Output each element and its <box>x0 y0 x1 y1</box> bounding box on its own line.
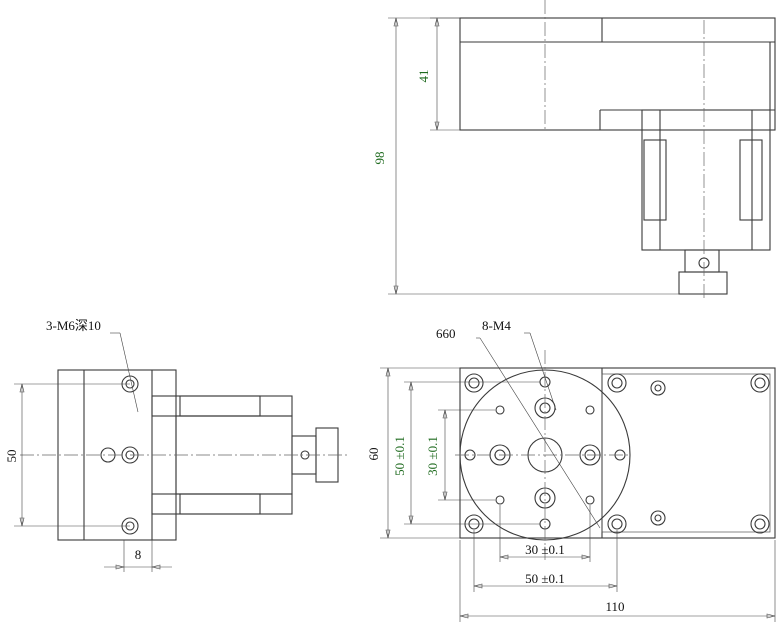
knob <box>678 271 728 295</box>
top-view <box>388 0 776 300</box>
dim-60-label: 60 <box>366 448 381 461</box>
dim-30-inner-label: 30 ±0.1 <box>425 436 440 476</box>
dim-98-label: 98 <box>372 152 387 165</box>
side-holes-note: 3-M6深10 <box>46 318 101 333</box>
bottom-holes-note: 8-M4 <box>482 318 511 333</box>
dim-8-label: 8 <box>135 547 142 562</box>
upper-block <box>459 17 776 131</box>
dim-50-inner-label: 50 ±0.1 <box>392 436 407 476</box>
base-plate <box>459 367 776 539</box>
motor-rib-right <box>739 139 763 221</box>
dim-30-bottom-label: 30 ±0.1 <box>525 542 565 557</box>
left-view <box>14 332 350 572</box>
motor-housing <box>641 109 771 251</box>
dim-110-label: 110 <box>605 599 624 614</box>
dim-50-side-label: 50 <box>4 450 19 463</box>
motor-rib-left <box>643 139 667 221</box>
dim-50-bottom-label: 50 ±0.1 <box>525 571 565 586</box>
plan-view <box>380 332 776 622</box>
circle-diameter-label: 660 <box>436 326 456 341</box>
dim-41-label: 41 <box>416 70 431 83</box>
